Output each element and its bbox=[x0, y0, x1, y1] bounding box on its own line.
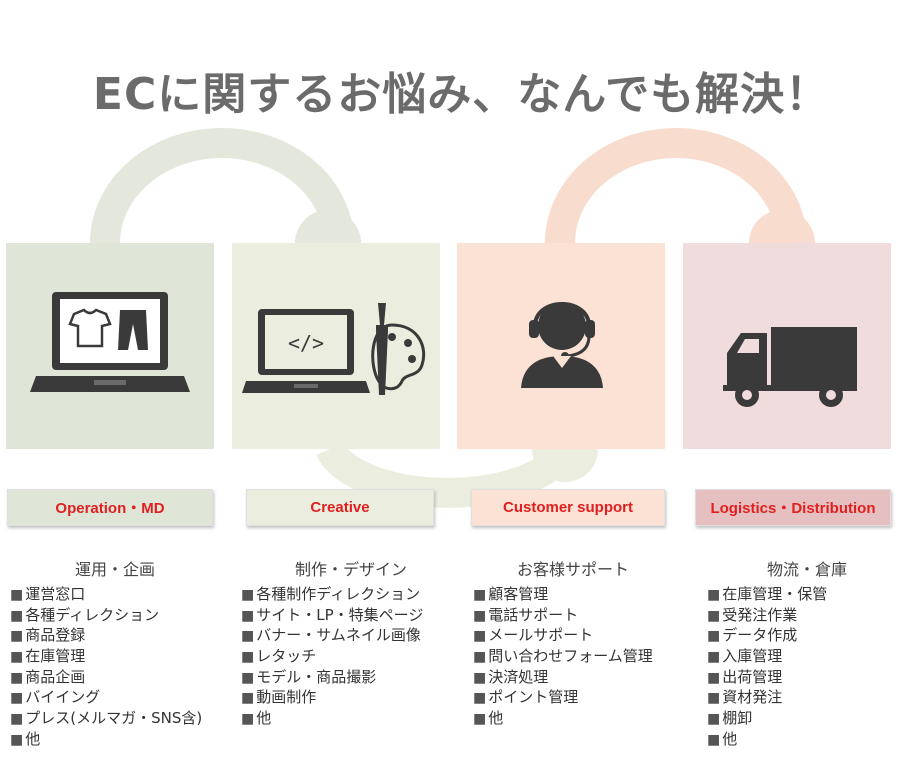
list-item: プレス(メルマガ・SNS含) bbox=[10, 708, 220, 729]
arc-customer-logistics bbox=[545, 128, 807, 244]
arc-operation-creative bbox=[90, 128, 354, 244]
headset-operator-icon bbox=[521, 302, 603, 388]
list-item: モデル・商品撮影 bbox=[241, 667, 461, 688]
svg-text:</>: </> bbox=[288, 331, 324, 355]
panel-operation bbox=[6, 243, 214, 449]
truck-icon bbox=[723, 327, 857, 407]
label-operation-text: Operation・MD bbox=[55, 500, 165, 517]
list-item: 各種制作ディレクション bbox=[241, 584, 461, 605]
list-item: 在庫管理・保管 bbox=[707, 584, 907, 605]
list-item: 受発注作業 bbox=[707, 605, 907, 626]
list-item: 出荷管理 bbox=[707, 667, 907, 688]
list-item: データ作成 bbox=[707, 625, 907, 646]
panel-creative: </> bbox=[232, 243, 440, 449]
column-logistics-heading: 物流・倉庫 bbox=[766, 560, 847, 579]
column-creative: 制作・デザイン 各種制作ディレクション サイト・LP・特集ページ バナー・サムネ… bbox=[241, 556, 461, 729]
label-operation: Operation・MD bbox=[7, 489, 213, 526]
list-item: 資材発注 bbox=[707, 687, 907, 708]
column-customer: お客様サポート 顧客管理 電話サポート メールサポート 問い合わせフォーム管理 … bbox=[473, 556, 693, 729]
list-item: サイト・LP・特集ページ bbox=[241, 605, 461, 626]
list-item: 電話サポート bbox=[473, 605, 693, 626]
list-item: 他 bbox=[10, 729, 220, 750]
label-logistics-text: Logistics・Distribution bbox=[710, 500, 876, 517]
list-item: 運営窓口 bbox=[10, 584, 220, 605]
label-customer: Customer support bbox=[471, 489, 665, 526]
list-item: ポイント管理 bbox=[473, 687, 693, 708]
list-item: 在庫管理 bbox=[10, 646, 220, 667]
list-item: レタッチ bbox=[241, 646, 461, 667]
list-item: 入庫管理 bbox=[707, 646, 907, 667]
list-item: 決済処理 bbox=[473, 667, 693, 688]
label-logistics: Logistics・Distribution bbox=[695, 489, 891, 526]
list-item: 動画制作 bbox=[241, 687, 461, 708]
column-logistics: 物流・倉庫 在庫管理・保管 受発注作業 データ作成 入庫管理 出荷管理 資材発注… bbox=[707, 556, 907, 750]
list-item: バナー・サムネイル画像 bbox=[241, 625, 461, 646]
list-item: 顧客管理 bbox=[473, 584, 693, 605]
laptop-clothing-icon bbox=[30, 292, 190, 392]
arc-creative-customer bbox=[316, 441, 579, 508]
list-item: 問い合わせフォーム管理 bbox=[473, 646, 693, 667]
list-item: バイイング bbox=[10, 687, 220, 708]
list-item: 棚卸 bbox=[707, 708, 907, 729]
label-creative: Creative bbox=[246, 489, 434, 526]
list-item: メールサポート bbox=[473, 625, 693, 646]
list-item: 商品企画 bbox=[10, 667, 220, 688]
list-item: 他 bbox=[241, 708, 461, 729]
list-item: 商品登録 bbox=[10, 625, 220, 646]
list-item: 他 bbox=[473, 708, 693, 729]
laptop-code-palette-icon: </> bbox=[242, 303, 426, 395]
column-creative-heading: 制作・デザイン bbox=[294, 560, 407, 579]
column-operation: 運用・企画 運営窓口 各種ディレクション 商品登録 在庫管理 商品企画 バイイン… bbox=[10, 556, 220, 750]
label-creative-text: Creative bbox=[310, 499, 370, 516]
list-item: 各種ディレクション bbox=[10, 605, 220, 626]
panel-logistics bbox=[683, 243, 891, 449]
list-item: 他 bbox=[707, 729, 907, 750]
column-customer-heading: お客様サポート bbox=[516, 560, 629, 579]
label-customer-text: Customer support bbox=[502, 499, 633, 516]
page-title: ECに関するお悩み、なんでも解決！ bbox=[92, 69, 831, 120]
panel-customer bbox=[457, 243, 665, 449]
column-operation-heading: 運用・企画 bbox=[74, 560, 155, 579]
